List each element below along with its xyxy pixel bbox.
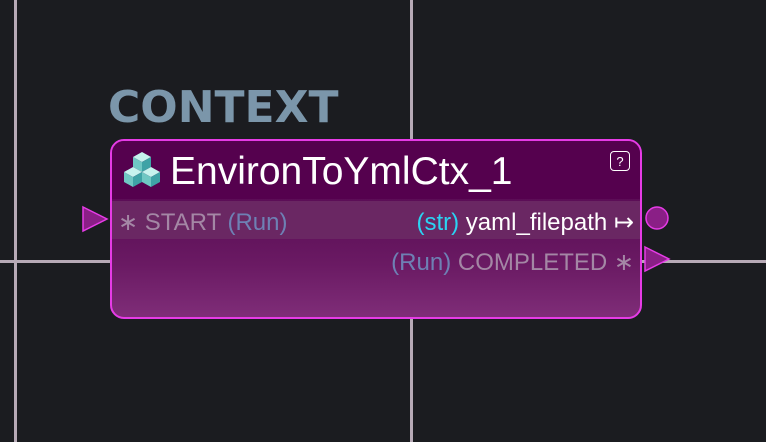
triangle-right-icon — [82, 205, 109, 233]
triangle-right-icon — [644, 245, 671, 273]
node-header[interactable]: EnvironToYmlCtx_1 ? — [112, 141, 640, 199]
port-name: yaml_filepath — [465, 209, 608, 236]
cubes-icon — [120, 148, 164, 192]
node-row-band — [112, 201, 640, 239]
port-type: (str) — [416, 209, 460, 236]
port-marker: ∗ — [118, 209, 139, 236]
input-port-start[interactable]: ∗ START (Run) — [118, 208, 288, 238]
node-category-label: CONTEXT — [108, 82, 339, 133]
node-environ-to-yml-ctx[interactable]: EnvironToYmlCtx_1 ? ∗ START (Run) (str) … — [110, 139, 642, 319]
grid-line-vertical — [14, 0, 17, 442]
output-port-completed[interactable]: (Run) COMPLETED ∗ — [391, 248, 634, 278]
help-button[interactable]: ? — [610, 151, 630, 171]
node-title: EnvironToYmlCtx_1 — [170, 150, 513, 193]
exec-output-pin[interactable] — [642, 244, 672, 274]
port-type: (Run) — [391, 249, 452, 276]
exec-input-pin[interactable] — [80, 204, 110, 234]
port-name: COMPLETED — [457, 249, 608, 276]
port-name: START — [144, 209, 221, 236]
output-port-yaml-filepath[interactable]: (str) yaml_filepath ↦ — [416, 208, 634, 238]
data-output-pin[interactable] — [642, 204, 672, 234]
port-marker: ↦ — [613, 209, 634, 236]
port-type: (Run) — [227, 209, 288, 236]
circle-icon — [645, 206, 669, 230]
port-marker: ∗ — [613, 249, 634, 276]
